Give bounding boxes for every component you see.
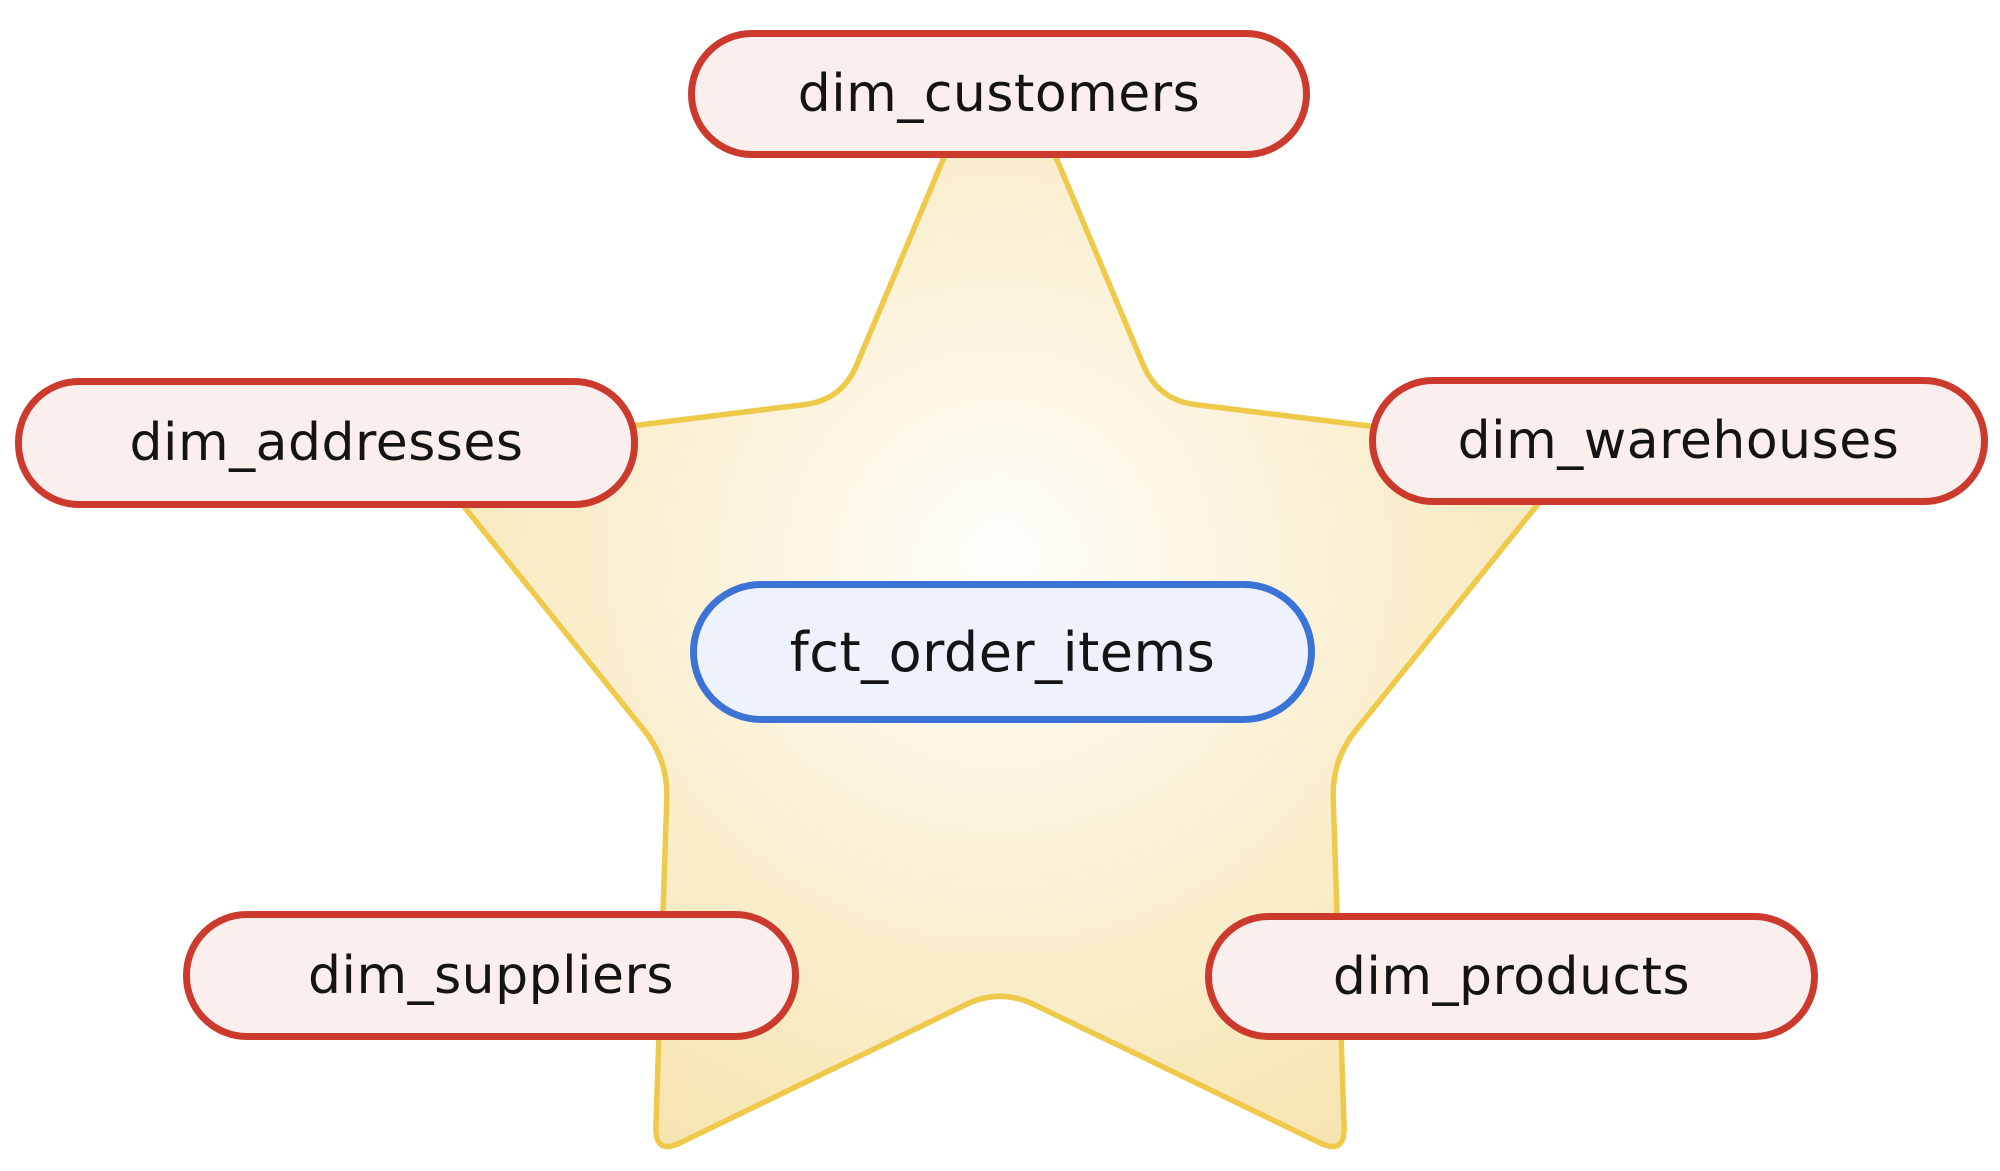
node-dim-addresses-label: dim_addresses: [129, 413, 524, 473]
node-dim-customers: dim_customers: [688, 30, 1310, 158]
node-dim-warehouses-label: dim_warehouses: [1457, 411, 1900, 471]
node-dim-suppliers-label: dim_suppliers: [307, 945, 675, 1006]
node-dim-suppliers: dim_suppliers: [183, 911, 799, 1040]
node-fct-order-items: fct_order_items: [690, 581, 1315, 723]
node-fct-order-items-label: fct_order_items: [789, 620, 1216, 684]
node-dim-customers-label: dim_customers: [797, 64, 1201, 124]
node-dim-products: dim_products: [1205, 913, 1818, 1040]
node-dim-addresses: dim_addresses: [15, 378, 638, 508]
node-dim-warehouses: dim_warehouses: [1369, 377, 1988, 505]
node-dim-products-label: dim_products: [1332, 946, 1691, 1007]
